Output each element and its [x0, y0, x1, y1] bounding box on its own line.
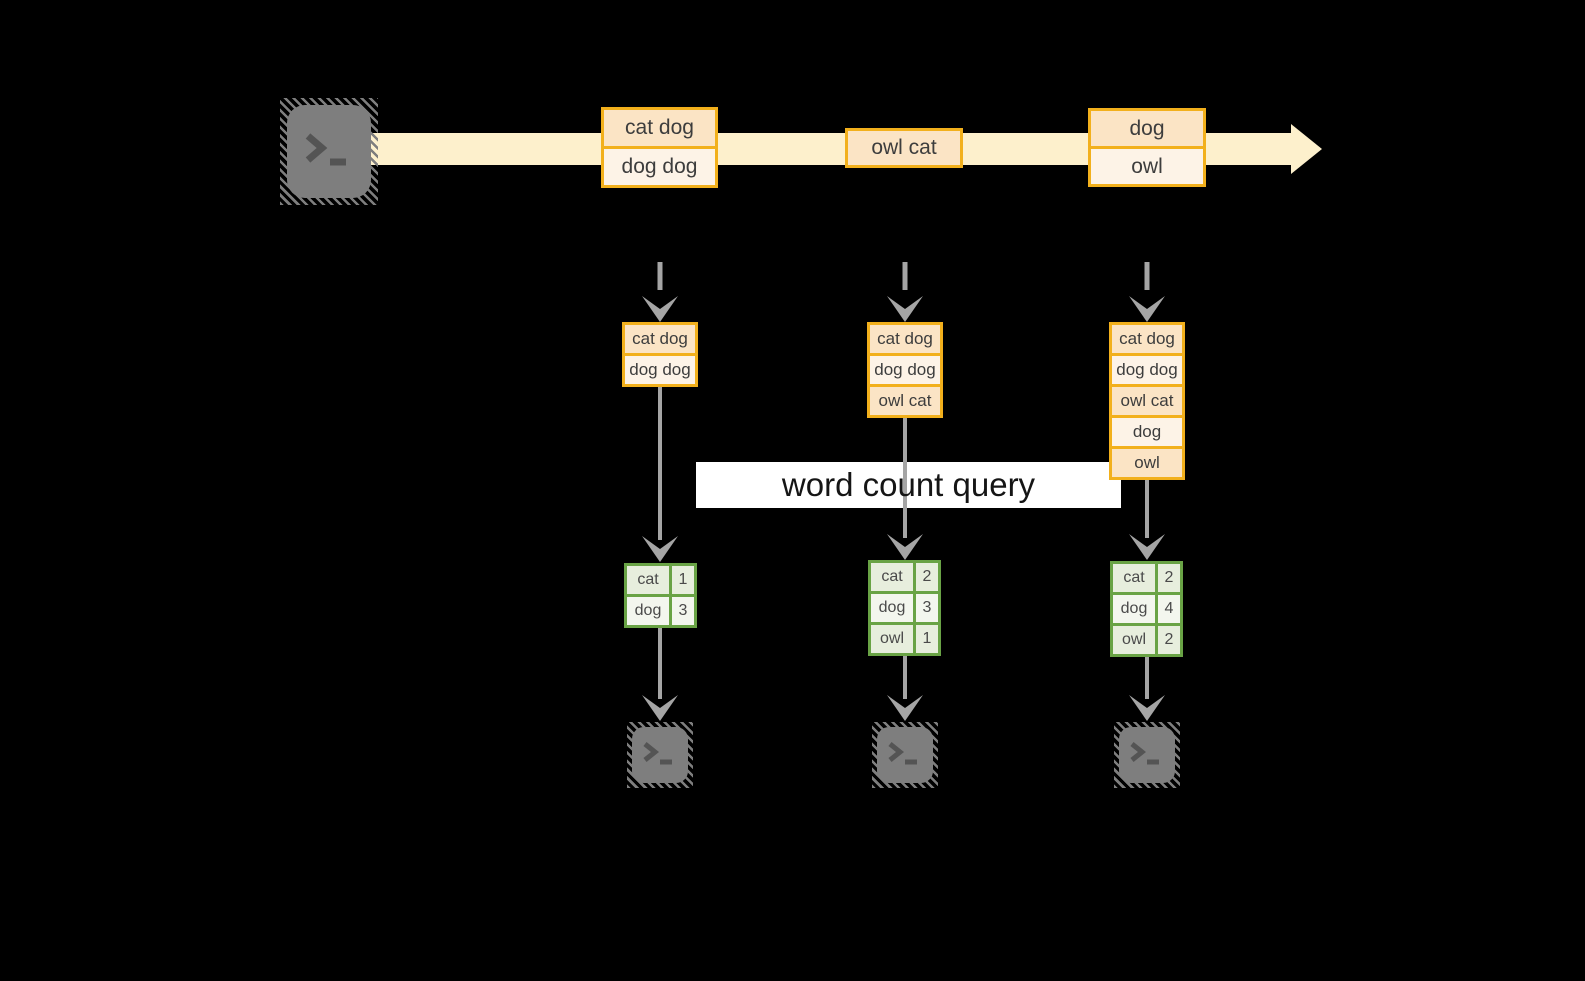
- word-cell: cat: [627, 566, 669, 594]
- arrowhead-icon: [642, 296, 678, 322]
- state-box-2: cat dog dog dog owl cat: [867, 322, 943, 418]
- arrowhead-icon: [642, 695, 678, 721]
- count-cell: 4: [1158, 595, 1180, 623]
- sink-terminal-icon-3: [1114, 722, 1180, 788]
- word-cell: cat: [871, 563, 913, 591]
- query-label: word count query: [781, 466, 1036, 503]
- state-row: owl cat: [1112, 387, 1182, 415]
- state-row: dog dog: [625, 356, 695, 384]
- arrowhead-icon: [1129, 695, 1165, 721]
- word-cell: owl: [1113, 626, 1155, 654]
- source-terminal-icon: [280, 98, 378, 205]
- arrowhead-icon: [887, 534, 923, 560]
- state-row: owl cat: [870, 387, 940, 415]
- state-row: dog dog: [1112, 356, 1182, 384]
- terminal-prompt-icon: [643, 742, 672, 765]
- word-cell: dog: [627, 597, 669, 625]
- state-row: cat dog: [625, 325, 695, 353]
- terminal-prompt-icon: [888, 742, 917, 765]
- count-cell: 2: [1158, 626, 1180, 654]
- word-cell: dog: [1113, 595, 1155, 623]
- word-cell: dog: [871, 594, 913, 622]
- event-word: owl: [1091, 149, 1203, 184]
- terminal-screen: [877, 727, 933, 783]
- count-cell: 3: [672, 597, 694, 625]
- count-cell: 2: [916, 563, 938, 591]
- sink-terminal-icon-1: [627, 722, 693, 788]
- event-word: owl cat: [848, 131, 960, 165]
- terminal-prompt-icon: [305, 133, 346, 166]
- arrowhead-icon: [1129, 296, 1165, 322]
- word-cell: cat: [1113, 564, 1155, 592]
- count-cell: 1: [672, 566, 694, 594]
- wordcount-table-2: cat 2 dog 3 owl 1: [868, 560, 941, 656]
- wordcount-table-1: cat 1 dog 3: [624, 563, 697, 628]
- sink-terminal-icon-2: [872, 722, 938, 788]
- state-row: dog dog: [870, 356, 940, 384]
- state-box-1: cat dog dog dog: [622, 322, 698, 387]
- query-band: [696, 462, 1121, 508]
- arrowhead-icon: [887, 695, 923, 721]
- state-row: owl: [1112, 449, 1182, 477]
- event-box-3: dog owl: [1088, 108, 1206, 187]
- event-word: cat dog: [604, 110, 715, 146]
- terminal-screen: [1119, 727, 1175, 783]
- arrowhead-icon: [887, 296, 923, 322]
- state-row: dog: [1112, 418, 1182, 446]
- event-word: dog dog: [604, 149, 715, 185]
- terminal-screen: [287, 105, 371, 198]
- count-cell: 2: [1158, 564, 1180, 592]
- arrowhead-icon: [1129, 534, 1165, 560]
- event-box-1: cat dog dog dog: [601, 107, 718, 188]
- wordcount-table-3: cat 2 dog 4 owl 2: [1110, 561, 1183, 657]
- terminal-prompt-icon: [1130, 742, 1159, 765]
- state-row: cat dog: [870, 325, 940, 353]
- count-cell: 3: [916, 594, 938, 622]
- state-row: cat dog: [1112, 325, 1182, 353]
- arrowhead-icon: [642, 536, 678, 562]
- terminal-screen: [632, 727, 688, 783]
- state-box-3: cat dog dog dog owl cat dog owl: [1109, 322, 1185, 480]
- timeline-arrowhead-icon: [1291, 124, 1322, 174]
- event-word: dog: [1091, 111, 1203, 146]
- count-cell: 1: [916, 625, 938, 653]
- word-cell: owl: [871, 625, 913, 653]
- event-box-2: owl cat: [845, 128, 963, 168]
